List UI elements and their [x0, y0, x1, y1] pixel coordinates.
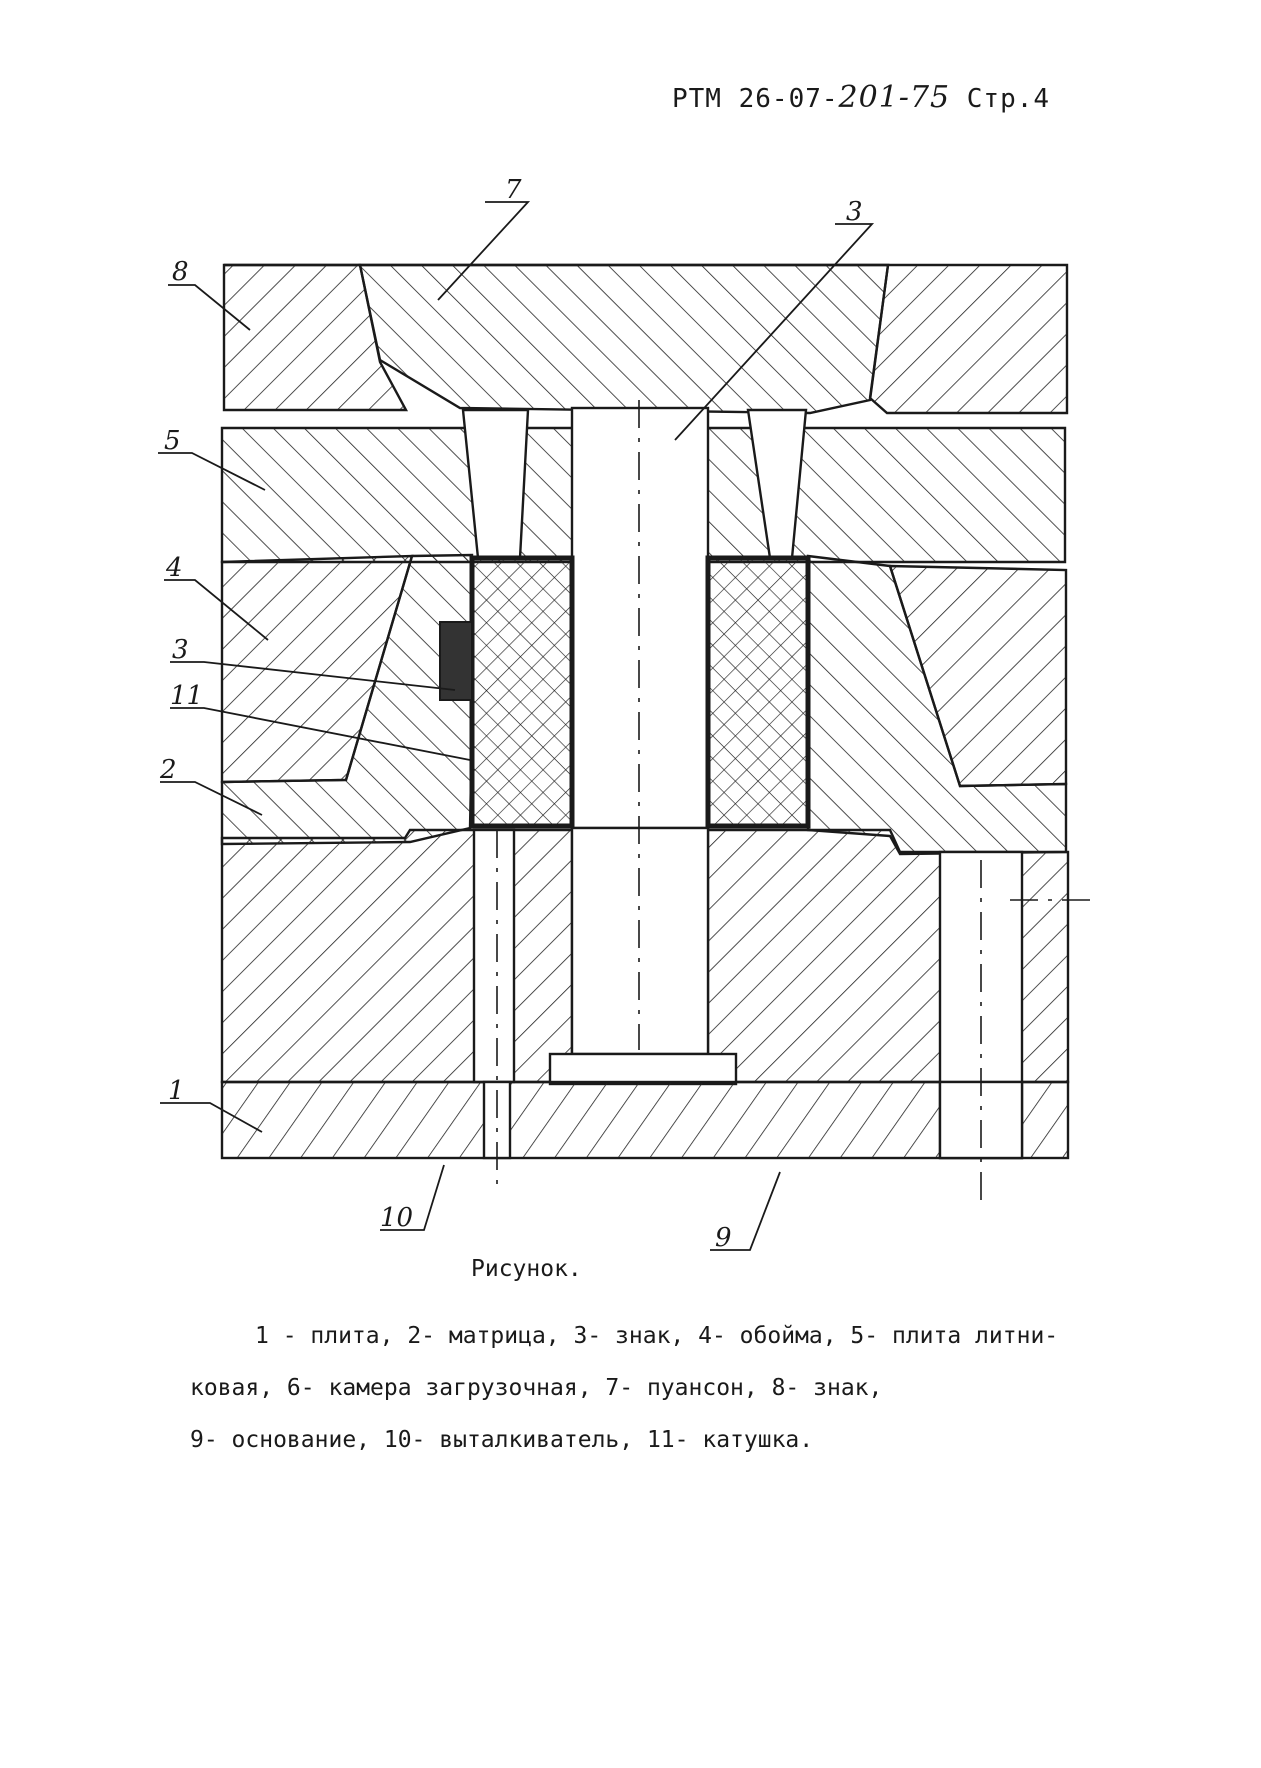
figure-caption: Рисунок. — [471, 1256, 582, 1282]
callout-3: 3 — [172, 635, 189, 665]
callout-3-top: 3 — [846, 197, 863, 227]
figure-legend: 1 - плита, 2- матрица, 3- знак, 4- обойм… — [190, 1310, 1240, 1466]
core-pin-head — [548, 1052, 738, 1086]
callout-5: 5 — [164, 426, 181, 456]
legend-line-2: ковая, 6- камера загрузочная, 7- пуансон… — [190, 1375, 883, 1401]
callout-2: 2 — [159, 755, 177, 785]
doc-number: 201-75 — [838, 80, 951, 115]
callout-4: 4 — [165, 553, 183, 583]
legend-line-3: 9- основание, 10- выталкиватель, 11- кат… — [190, 1427, 814, 1453]
page-number: Стр.4 — [966, 84, 1051, 114]
sign-insert — [439, 621, 473, 701]
core-pin-lower — [570, 826, 710, 1056]
coil-left — [469, 555, 575, 829]
base — [220, 828, 574, 1084]
document-header: РТМ 26-07-201-75 Стр.4 — [672, 80, 1050, 115]
callout-9: 9 — [715, 1223, 732, 1253]
legend-line-1: 1 - плита, 2- матрица, 3- знак, 4- обойм… — [255, 1323, 1059, 1349]
callout-1: 1 — [168, 1076, 185, 1106]
bottom-plate — [220, 1080, 1070, 1160]
callout-11: 11 — [170, 681, 203, 711]
ejector-channel — [472, 828, 516, 1084]
callout-10: 10 — [380, 1203, 413, 1233]
doc-code: РТМ 26-07- — [672, 84, 839, 114]
core-pin — [570, 406, 710, 830]
punch — [358, 263, 890, 415]
callout-7: 7 — [505, 175, 522, 205]
plate-top-left — [222, 263, 409, 412]
callout-8: 8 — [172, 257, 189, 287]
coil-right — [705, 555, 811, 829]
